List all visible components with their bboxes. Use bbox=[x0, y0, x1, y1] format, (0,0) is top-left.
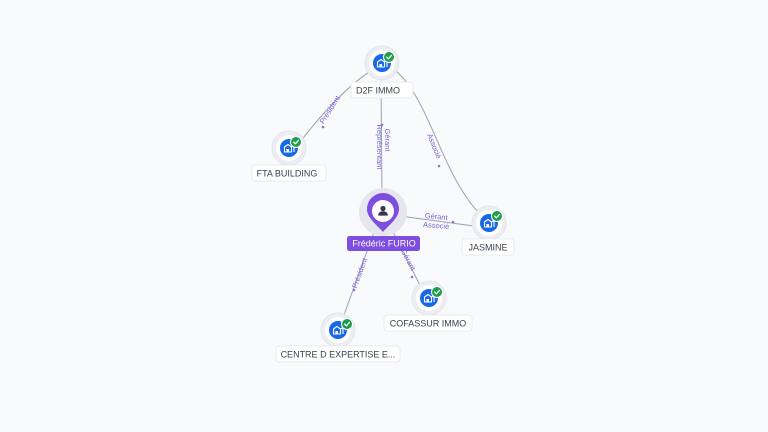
node-label: JASMINE bbox=[468, 243, 507, 253]
person-label-box bbox=[347, 236, 420, 251]
edge-person-jasmine[interactable] bbox=[399, 215, 475, 227]
verified-check-icon bbox=[383, 51, 395, 63]
node-label-box bbox=[251, 164, 327, 182]
verified-check-icon bbox=[431, 286, 443, 298]
node-label-box bbox=[461, 238, 515, 256]
node-label: FTA BUILDING bbox=[257, 169, 318, 179]
edge-arrow-d2f-person bbox=[380, 123, 384, 127]
verified-check-icon bbox=[491, 210, 503, 222]
edge-arrow-person-cofassur bbox=[410, 275, 414, 279]
node-d2f-immo[interactable]: D2F IMMO bbox=[350, 45, 414, 99]
verified-check-icon bbox=[290, 136, 302, 148]
verified-check-icon bbox=[341, 318, 353, 330]
node-label-box bbox=[383, 314, 473, 332]
edge-d2f-fta[interactable] bbox=[296, 67, 377, 147]
edge-arrow-person-centre bbox=[352, 288, 356, 292]
edge-arrow-d2f-jasmine bbox=[437, 164, 441, 168]
node-label-box bbox=[275, 345, 401, 363]
node-jasmine[interactable]: JASMINE bbox=[461, 205, 515, 256]
edge-label-person-jasmine-gerant: Gérant bbox=[424, 211, 449, 222]
person-icon bbox=[378, 205, 388, 216]
edge-label-d2f-person-representant: Représentant bbox=[375, 124, 384, 170]
node-cofassur-immo[interactable]: COFASSUR IMMO bbox=[383, 280, 473, 332]
node-label: D2F IMMO bbox=[356, 86, 400, 96]
edge-label-d2f-person-gerant: Gérant bbox=[383, 129, 392, 153]
node-fta-building[interactable]: FTA BUILDING bbox=[251, 130, 327, 182]
node-label: COFASSUR IMMO bbox=[390, 319, 467, 329]
edge-arrow-d2f-fta bbox=[321, 125, 325, 129]
node-label: CENTRE D EXPERTISE E... bbox=[281, 350, 396, 360]
edge-arrow-person-jasmine bbox=[451, 220, 455, 224]
node-person-frederic-furio[interactable]: Frédéric FURIO bbox=[347, 188, 420, 251]
edge-label-person-cofassur: Gérant bbox=[399, 248, 418, 273]
edge-label-d2f-jasmine: Associé bbox=[425, 132, 443, 160]
person-label: Frédéric FURIO bbox=[352, 239, 416, 249]
node-centre-d-expertise[interactable]: CENTRE D EXPERTISE E... bbox=[275, 312, 401, 363]
edge-label-d2f-fta: Président bbox=[318, 93, 343, 125]
edge-label-person-jasmine-associe: Associé bbox=[423, 220, 450, 231]
edge-label-person-centre: Président bbox=[350, 256, 370, 290]
edge-d2f-person[interactable] bbox=[380, 81, 383, 198]
node-label-box bbox=[350, 81, 414, 99]
